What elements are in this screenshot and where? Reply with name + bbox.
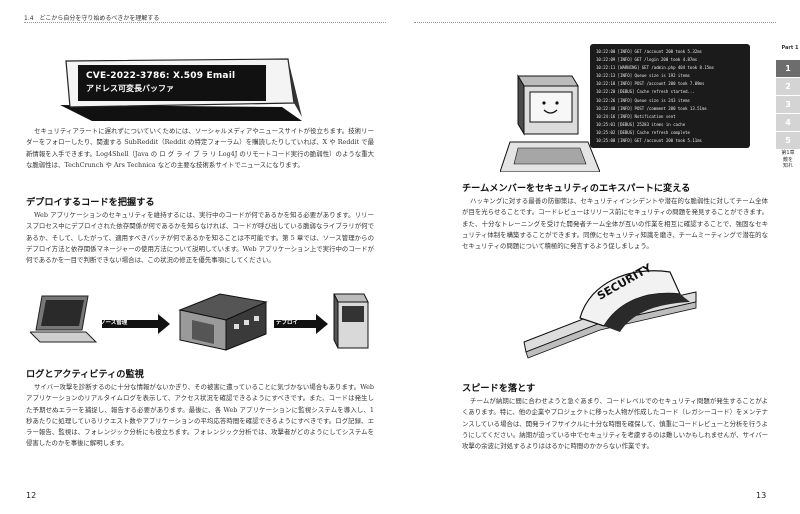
page-number-left: 12 (26, 491, 37, 500)
log-line: 10:22:20 [DEBUG] Cache refresh started..… (596, 89, 695, 95)
team-paragraph: ハッキングに対する最善の防御策は、セキュリティインシデントや潜在的な脆弱性に対し… (462, 197, 768, 251)
server-icon (333, 293, 369, 349)
log-line: 10:22:11 [WARNING] GET /admin.php 404 to… (596, 65, 715, 71)
laptop-icon (30, 295, 98, 343)
chapter-tab-2[interactable]: 2 (776, 78, 800, 95)
log-line: 10:24:16 [INFO] Notification sent (596, 113, 676, 119)
computer-illustration (500, 74, 600, 172)
log-line: 10:22:09 [INFO] GET /login 200 took 4.87… (596, 57, 698, 63)
page-number-right: 13 (756, 491, 767, 500)
log-line: 10:25:08 [INFO] GET /account 200 took 5.… (596, 138, 702, 144)
warehouse-icon (178, 293, 268, 351)
running-head: 1.4 どこから自分を守り始めるべきかを理解する (24, 15, 160, 22)
header-rule (414, 22, 776, 23)
log-line: 10:22:40 [INFO] POST /comment 200 took 1… (596, 105, 707, 111)
diagram-label-deploy: デプロイ (276, 320, 299, 326)
cve-title: CVE-2022-3786: X.509 Email (86, 71, 236, 81)
chapter-tab-3[interactable]: 3 (776, 96, 800, 113)
speed-paragraph: チームが納期に間に合わせようと急ぐあまり、コードレベルでのセキュリティ問題が発生… (462, 397, 768, 451)
section-heading-deploy: デプロイするコードを把握する (26, 197, 155, 208)
chapter-tab-5[interactable]: 5 (776, 132, 800, 149)
section-heading-speed: スピードを落とす (462, 383, 536, 394)
log-line: 10:25:01 [DEBUG] 25283 items in cache (596, 121, 686, 127)
arrow-icon (102, 314, 170, 334)
log-terminal: 10:22:00 [INFO] GET /account 200 took 5.… (590, 44, 750, 148)
logging-paragraph: サイバー攻撃を診断するのに十分な情報がないかぎり、その被害に遭っていることに気づ… (26, 383, 374, 448)
cve-banner: CVE-2022-3786: X.509 Email アドレス可変長バッファ (78, 65, 266, 101)
deploy-diagram (30, 293, 369, 351)
header-rule (24, 22, 386, 23)
chapter-tab-1[interactable]: 1 (776, 60, 800, 77)
face-eye-icon (542, 101, 546, 105)
log-line: 10:22:00 [INFO] GET /account 200 took 5.… (596, 49, 702, 54)
face-eye-icon (555, 101, 559, 105)
security-book-illustration: SECURITY (523, 262, 697, 359)
log-line: 10:22:18 [INFO] POST /account 200 took 7… (596, 81, 705, 87)
section-heading-logging: ログとアクティビティの監視 (26, 369, 144, 380)
cve-banner-illustration: CVE-2022-3786: X.509 Email アドレス可変長バッファ (52, 55, 307, 127)
log-line: 10:25:02 [DEBUG] Cache refresh complete (596, 129, 690, 135)
smile-icon (543, 109, 558, 114)
part-label: Part 1 (781, 45, 799, 51)
section-heading-team: チームメンバーをセキュリティのエキスパートに変える (462, 183, 691, 194)
arrow-icon (274, 314, 328, 334)
intro-paragraph: セキュリティアラートに遅れずについていくためには、ソーシャルメディアやニュースサ… (26, 127, 374, 169)
chapter-tab-4[interactable]: 4 (776, 114, 800, 131)
log-line: 10:22:26 [INFO] Queue size is 243 items (596, 97, 690, 103)
chapter-label: 第1章 敵を知れ (781, 150, 795, 169)
diagram-label-source: ソース管理 (100, 320, 128, 326)
cve-subtitle: アドレス可変長バッファ (86, 84, 174, 93)
deploy-paragraph: Web アプリケーションのセキュリティを維持するには、実行中のコードが何であるか… (26, 211, 374, 265)
right-page: 10:22:00 [INFO] GET /account 200 took 5.… (400, 0, 800, 514)
log-line: 10:22:13 [INFO] Queue size is 192 items (596, 73, 690, 79)
left-page: 1.4 どこから自分を守り始めるべきかを理解する CVE-2022-3786: … (24, 15, 386, 500)
